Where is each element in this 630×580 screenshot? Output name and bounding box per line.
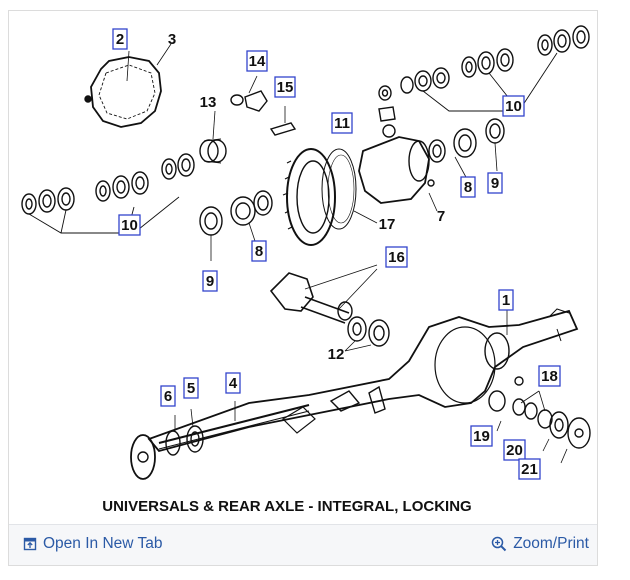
- svg-text:10: 10: [121, 217, 138, 234]
- axle-shaft: [130, 401, 316, 480]
- callout-16: 16: [385, 246, 408, 268]
- callout-7: 7: [437, 208, 445, 225]
- drive-pinion: [269, 264, 390, 352]
- magnifier-plus-icon: [491, 536, 507, 552]
- callout-8-right: 8: [460, 176, 476, 198]
- svg-text:12: 12: [328, 346, 345, 363]
- differential-cover: [84, 43, 172, 128]
- svg-text:10: 10: [505, 98, 522, 115]
- callout-20: 20: [503, 439, 526, 461]
- svg-text:18: 18: [541, 368, 558, 385]
- callout-17: 17: [379, 216, 396, 233]
- callout-6: 6: [160, 385, 176, 407]
- callout-2: 2: [112, 28, 128, 50]
- svg-text:17: 17: [379, 216, 396, 233]
- callout-3: 3: [168, 31, 176, 48]
- zoom-print-label: Zoom/Print: [513, 535, 589, 552]
- svg-text:5: 5: [187, 380, 195, 397]
- shim-set-right: [400, 25, 590, 112]
- open-in-new-tab-label: Open In New Tab: [43, 535, 163, 552]
- svg-text:21: 21: [521, 461, 538, 478]
- callout-9-right: 9: [487, 172, 503, 194]
- svg-text:2: 2: [116, 31, 124, 48]
- callout-19: 19: [470, 425, 493, 447]
- svg-text:8: 8: [464, 179, 472, 196]
- callout-15: 15: [274, 76, 296, 98]
- svg-text:15: 15: [277, 79, 294, 96]
- svg-text:19: 19: [473, 428, 490, 445]
- svg-text:20: 20: [506, 442, 523, 459]
- callout-10-right: 10: [502, 95, 525, 117]
- differential-case: [358, 85, 438, 212]
- image-frame: [8, 10, 598, 566]
- svg-text:3: 3: [168, 31, 176, 48]
- open-in-new-tab-link[interactable]: Open In New Tab: [23, 535, 162, 553]
- diagram-caption: UNIVERSALS & REAR AXLE - INTEGRAL, LOCKI…: [102, 498, 471, 515]
- callout-21: 21: [518, 458, 541, 480]
- pinion-bearing: [199, 110, 227, 164]
- callout-4: 4: [225, 372, 241, 394]
- svg-text:1: 1: [502, 292, 510, 309]
- rear-axle-diagram-svg: 2 3 14 15 13 11 10 8 9 7 17 10 8 16 9 1 …: [21, 25, 591, 515]
- exploded-diagram: 2 3 14 15 13 11 10 8 9 7 17 10 8 16 9 1 …: [9, 11, 597, 523]
- image-footer: Open In New Tab Zoom/Print: [9, 524, 597, 565]
- open-new-tab-icon: [23, 537, 37, 551]
- callout-1: 1: [498, 289, 514, 311]
- svg-text:4: 4: [229, 375, 238, 392]
- svg-text:7: 7: [437, 208, 445, 225]
- callout-12: 12: [328, 346, 345, 363]
- carrier-bearing-right: [428, 118, 505, 180]
- callout-10-left: 10: [118, 214, 141, 236]
- callout-8-left: 8: [251, 240, 267, 262]
- side-gears: [230, 75, 297, 136]
- svg-text:13: 13: [200, 94, 217, 111]
- axle-housing: [147, 308, 579, 453]
- callout-18: 18: [538, 365, 561, 387]
- svg-text:8: 8: [255, 243, 263, 260]
- shim-set-left: [21, 153, 195, 234]
- callout-13: 13: [200, 94, 217, 111]
- zoom-print-link[interactable]: Zoom/Print: [491, 535, 589, 553]
- svg-text:9: 9: [491, 175, 499, 192]
- ring-gear: [282, 148, 378, 246]
- callout-14: 14: [246, 50, 268, 72]
- callout-5: 5: [183, 377, 199, 399]
- svg-text:11: 11: [334, 115, 350, 132]
- callout-11: 11: [331, 112, 353, 134]
- svg-text:16: 16: [388, 249, 405, 266]
- svg-text:14: 14: [249, 53, 266, 70]
- svg-text:9: 9: [206, 273, 214, 290]
- svg-text:6: 6: [164, 388, 172, 405]
- axle-end-parts: [488, 376, 591, 464]
- callout-9-left: 9: [202, 270, 218, 292]
